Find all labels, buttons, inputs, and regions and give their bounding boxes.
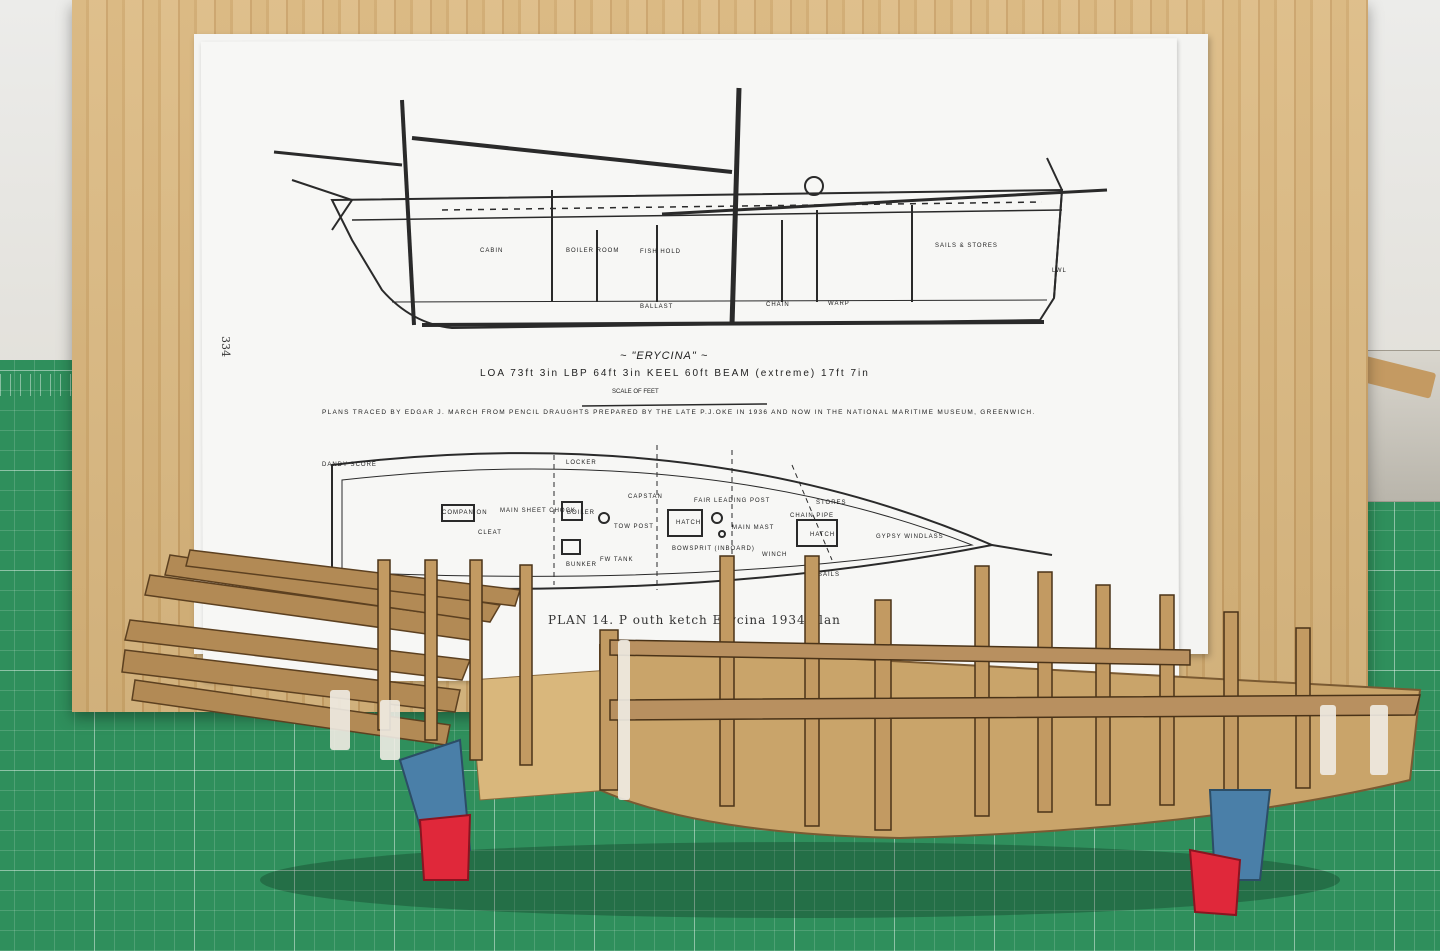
label-winch: WINCH — [762, 552, 788, 558]
label-cabin: CABIN — [480, 248, 504, 254]
label-chain: CHAIN — [766, 302, 790, 308]
label-bunker: BUNKER — [566, 562, 598, 568]
vessel-title: ~ "ERYCINA" ~ — [620, 350, 709, 362]
label-gypsy-windlass: GYPSY WINDLASS — [876, 534, 944, 540]
page-number: 334 — [219, 336, 232, 357]
label-hatch: HATCH — [676, 520, 702, 526]
label-ballast: BALLAST — [640, 304, 674, 310]
profile-hull — [330, 188, 1064, 330]
label-sails-stores: SAILS & STORES — [935, 243, 998, 249]
label-locker: LOCKER — [566, 460, 597, 466]
label-fish-hold: FISH HOLD — [640, 249, 682, 255]
label-sails: SAILS — [818, 572, 841, 578]
label-dandy-score: DANDY SCORE — [322, 462, 377, 468]
label-fw-tank: FW TANK — [600, 557, 634, 563]
label-main-sheet-chock: MAIN SHEET CHOCK — [500, 508, 576, 514]
deck-plan-hull — [331, 452, 996, 590]
label-stores: STORES — [816, 500, 847, 506]
label-lwl: LWL — [1052, 268, 1067, 274]
label-boiler: BOILER — [567, 510, 596, 516]
label-companion: COMPANION — [442, 510, 488, 516]
label-boiler-room: BOILER ROOM — [566, 248, 620, 254]
label-warp: WARP — [828, 301, 850, 307]
plan-caption: PLAN 14. P outh ketch Erycina 1934 plan — [548, 613, 841, 627]
scale-label: SCALE OF FEET — [612, 389, 659, 395]
label-chain-pipe: CHAIN PIPE — [790, 513, 835, 519]
ship-plan-drawing — [273, 87, 1108, 592]
vessel-dimensions: LOA 73ft 3in LBP 64ft 3in KEEL 60ft BEAM… — [480, 368, 870, 379]
label-tow-post: TOW POST — [614, 524, 654, 530]
label-hatch-forward: HATCH — [810, 532, 836, 538]
label-main-mast: MAIN MAST — [732, 525, 775, 531]
label-fair-leading-post: FAIR LEADING POST — [694, 498, 771, 504]
label-capstan: CAPSTAN — [628, 494, 663, 500]
label-cleat: CLEAT — [478, 530, 502, 536]
plan-credit: PLANS TRACED BY EDGAR J. MARCH FROM PENC… — [322, 409, 1036, 416]
mizzen-mast — [400, 99, 416, 326]
label-bowsprit: BOWSPRIT (INBOARD) — [672, 546, 755, 552]
